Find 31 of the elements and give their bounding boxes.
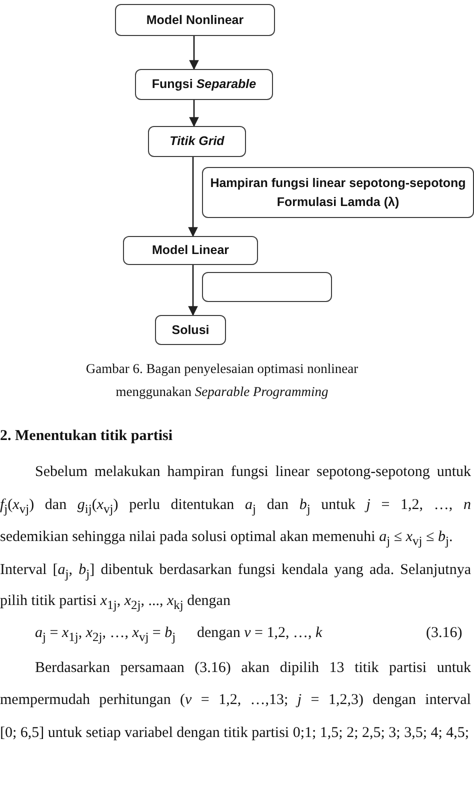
node-text: Fungsi Separable: [152, 76, 256, 94]
process-box: [148, 126, 246, 157]
node-text: Model Nonlinear: [146, 12, 244, 29]
process-box: [135, 69, 273, 100]
process-box: [202, 167, 474, 218]
body-text: (3.16): [426, 624, 462, 643]
process-box: [155, 315, 226, 345]
body-text: dengan v = 1,2, …, k: [197, 624, 322, 643]
empty-box: [202, 272, 332, 302]
section-heading: 2. Menentukan titik partisi: [0, 427, 173, 446]
body-text: pilih titik partisi x$_{1j}$, x$_{2j}$, ..., x$_{kj}$ dengan: [0, 592, 230, 614]
arrow: [189, 100, 199, 127]
process-box: [115, 4, 275, 36]
body-text: a$_{j}$ = x$_{1j}$, x$_{2j}$, …, x$_{vj}$ = b$_{j}$: [35, 624, 176, 646]
body-text: [0; 6,5] untuk setiap variabel dengan titik partisi 0;1; 1,5; 2; 2,5; 3; 3,5; 4; 4,5;: [0, 724, 470, 743]
body-text: f$_{j}$(x$_{vj}$) dan g$_{ij}$(x$_{vj}$) perlu ditentukan a$_{j}$ dan b$_{j}$ untuk j = 1,2, …, n: [0, 496, 471, 518]
body-text: Berdasarkan persamaan (3.16) akan dipilih 13 titik partisi untuk: [35, 659, 471, 678]
body-text: Sebelum melakukan hampiran fungsi linear sepotong-sepotong untuk: [35, 463, 471, 482]
node-text: Formulasi Lamda (λ): [276, 194, 400, 211]
figure-caption: Gambar 6. Bagan penyelesaian optimasi nonlinear menggunakan Separable Programming: [84, 360, 360, 401]
arrow: [188, 265, 198, 316]
body-text: sedemikian sehingga nilai pada solusi optimal akan memenuhi a$_{j}$ ≤ x$_{vj}$ ≤ b$_{j}$.: [0, 528, 453, 550]
process-box: [123, 236, 258, 265]
node-text: Solusi: [172, 322, 210, 339]
node-text: Titik Grid: [170, 133, 224, 150]
node-text: Hampiran fungsi linear sepotong-sepotong: [210, 174, 466, 192]
arrow: [189, 36, 199, 70]
body-text: Interval [a$_{j}$, b$_{j}$] dibentuk berdasarkan fungsi kendala yang ada. Selanjutnya: [0, 561, 471, 583]
body-text: mempermudah perhitungan (v = 1,2, …,13; j = 1,2,3) dengan interval: [0, 691, 471, 710]
arrow: [188, 157, 198, 237]
node-text: Model Linear: [152, 242, 230, 260]
